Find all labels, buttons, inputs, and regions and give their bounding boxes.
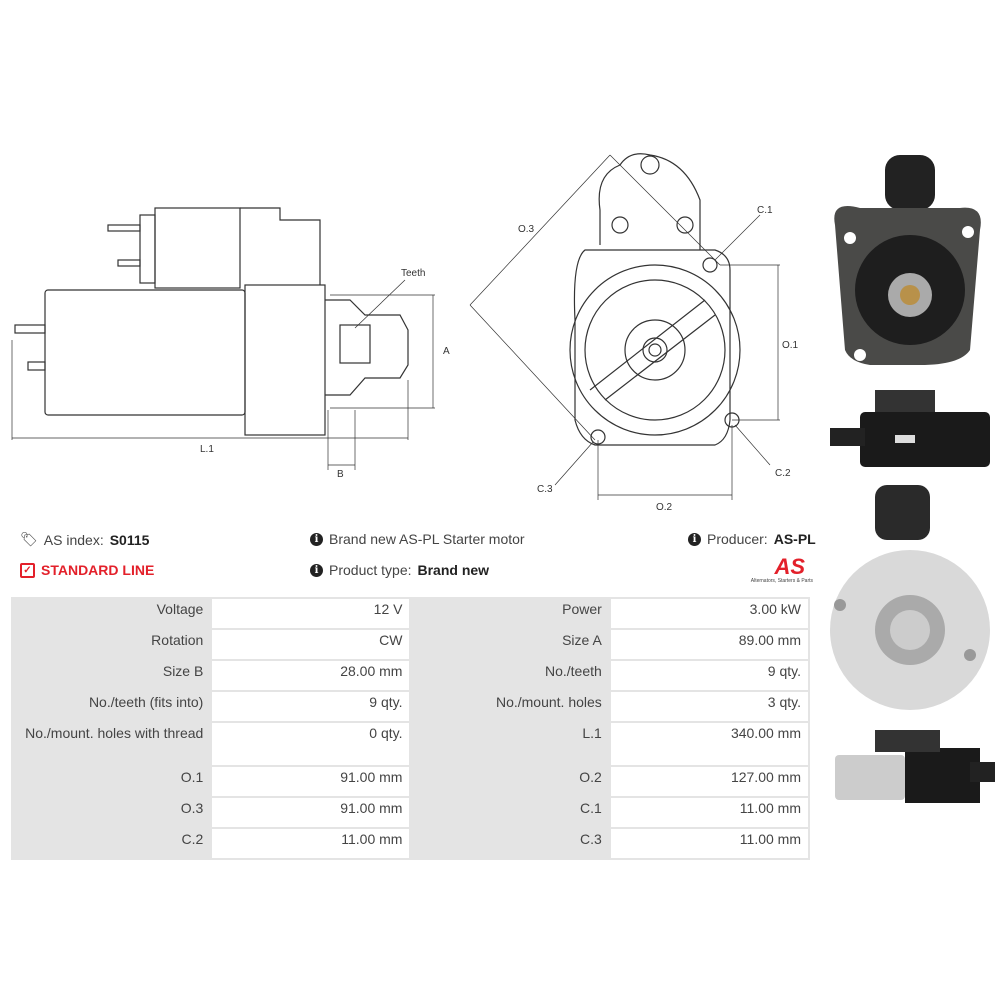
table-row: No./teeth (fits into)9 qty.No./mount. ho… [13, 692, 808, 721]
product-type-label: Product type: [329, 562, 412, 578]
spec-label: No./teeth (fits into) [13, 692, 211, 721]
label-c2: C.2 [775, 468, 791, 479]
product-type: i Product type: Brand new [310, 562, 489, 578]
spec-label: C.3 [411, 829, 609, 858]
spec-value: 127.00 mm [610, 767, 808, 796]
producer: i Producer: AS-PL [688, 531, 816, 547]
label-teeth: Teeth [401, 268, 425, 279]
spec-value: CW [212, 630, 410, 659]
spec-label: L.1 [411, 723, 609, 765]
spec-label: O.2 [411, 767, 609, 796]
product-line-label: STANDARD LINE [41, 562, 155, 578]
spec-value: 3 qty. [610, 692, 808, 721]
spec-value: 11.00 mm [212, 829, 410, 858]
as-index-value: S0115 [109, 531, 150, 548]
checkbox-icon: ✓ [20, 562, 35, 578]
description-text: Brand new AS-PL Starter motor [329, 531, 525, 547]
tag-icon: 🏷 [20, 531, 38, 547]
info-icon: i [310, 532, 323, 546]
producer-label: Producer: [707, 531, 768, 547]
as-index: 🏷 AS index: S0115 [20, 531, 149, 548]
spec-value: 91.00 mm [212, 767, 410, 796]
spec-value: 11.00 mm [610, 798, 808, 827]
as-index-label: AS index: [43, 531, 104, 548]
spec-label: No./mount. holes [411, 692, 609, 721]
side-view-diagram: Teeth A B L.1 [11, 207, 450, 480]
spec-value: 91.00 mm [212, 798, 410, 827]
photo-rear-view [830, 485, 990, 710]
info-icon: i [688, 532, 701, 546]
label-b: B [337, 469, 344, 480]
spec-label: No./teeth [411, 661, 609, 690]
label-c1: C.1 [757, 205, 773, 216]
spec-value: 11.00 mm [610, 829, 808, 858]
photo-side-view-2 [835, 730, 995, 803]
product-photos [830, 155, 995, 803]
spec-value: 89.00 mm [610, 630, 808, 659]
front-view-diagram: O.3 C.1 O.1 C.2 C.3 O.2 [469, 153, 799, 513]
spec-label: Size A [411, 630, 609, 659]
label-o3: O.3 [518, 224, 535, 235]
info-icon: i [310, 563, 323, 577]
label-o1: O.1 [782, 340, 799, 351]
spec-label: Rotation [13, 630, 211, 659]
spec-value: 12 V [212, 599, 410, 628]
spec-label: Power [411, 599, 609, 628]
description: i Brand new AS-PL Starter motor [310, 531, 525, 547]
spec-value: 9 qty. [610, 661, 808, 690]
spec-label: O.1 [13, 767, 211, 796]
spec-value: 3.00 kW [610, 599, 808, 628]
product-line: ✓ STANDARD LINE [20, 562, 154, 578]
spec-label: C.1 [411, 798, 609, 827]
product-type-value: Brand new [417, 562, 490, 578]
producer-value: AS-PL [773, 531, 816, 547]
label-l1: L.1 [200, 444, 214, 455]
spec-value: 28.00 mm [212, 661, 410, 690]
label-o2: O.2 [656, 502, 673, 513]
label-c3: C.3 [537, 484, 553, 495]
photo-front-view [834, 155, 981, 365]
as-pl-logo: AS Alternators, Starters & Parts [718, 554, 813, 585]
spec-label: Size B [13, 661, 211, 690]
spec-label: O.3 [13, 798, 211, 827]
spec-value: 340.00 mm [610, 723, 808, 765]
spec-value: 0 qty. [212, 723, 410, 765]
spec-label: C.2 [13, 829, 211, 858]
spec-label: No./mount. holes with thread [13, 723, 211, 765]
photo-side-view-1 [830, 390, 990, 467]
spec-value: 9 qty. [212, 692, 410, 721]
logo-tagline: Alternators, Starters & Parts [750, 578, 813, 584]
spec-label: Voltage [13, 599, 211, 628]
logo-text: AS [774, 554, 805, 579]
label-a: A [443, 346, 450, 357]
